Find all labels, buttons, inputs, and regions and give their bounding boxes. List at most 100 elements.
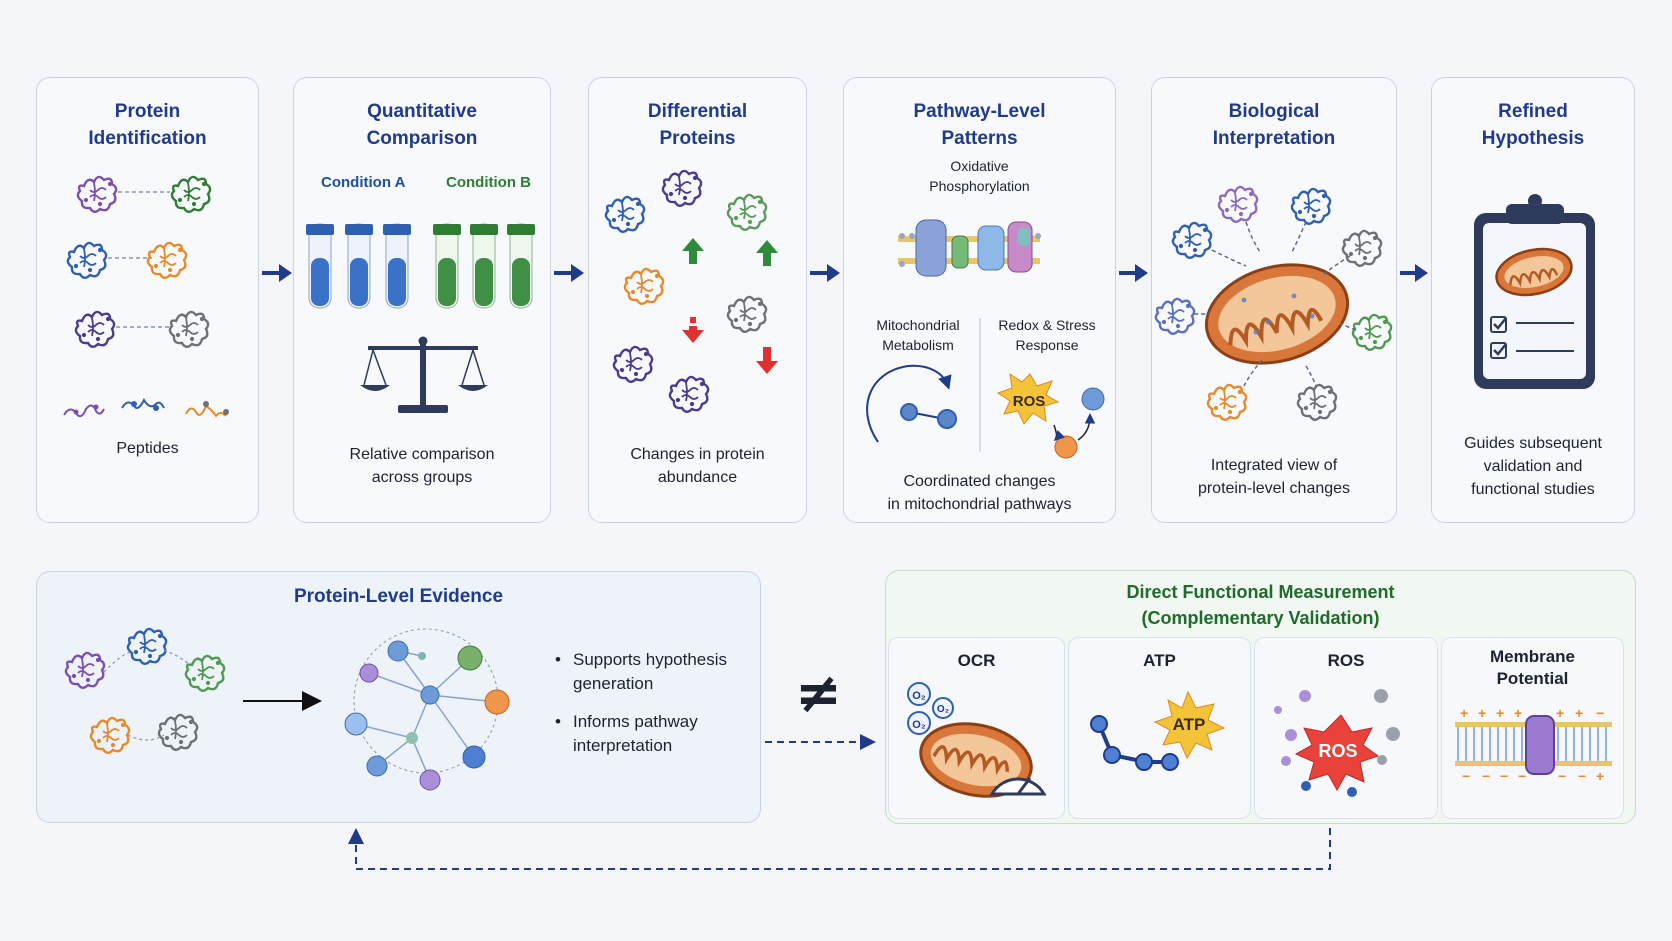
protein-icon (726, 295, 768, 333)
step-caption: Guides subsequent validation and functio… (1464, 435, 1602, 498)
evidence-proteins (64, 627, 226, 754)
step-caption: Changes in protein abundance (630, 446, 765, 486)
step-differential-proteins: Differential Proteins Changes in protein… (588, 77, 807, 523)
bullet-item: Informs pathway interpretation (553, 710, 753, 758)
differential-proteins (604, 169, 778, 413)
svg-text:+: + (1596, 768, 1604, 784)
flow-arrow (554, 264, 584, 282)
o2-label: O₂ (912, 690, 926, 702)
ocr-mitochondrion-icon: O₂ O₂ O₂ (907, 682, 1047, 798)
svg-text:−: − (1500, 768, 1508, 784)
flow-arrow (810, 264, 840, 282)
tube-blue (306, 223, 334, 309)
protein-icon (64, 651, 106, 689)
protein-icon (146, 241, 188, 279)
protein-icon (726, 193, 768, 231)
atp-icon: ATP (1090, 690, 1226, 771)
oxygen-bubbles: O₂ O₂ O₂ (907, 682, 954, 735)
peptide-icons (63, 397, 229, 418)
o2-label: O₂ (912, 719, 926, 731)
protein-icon (1217, 185, 1259, 223)
membrane-complex-icon (898, 219, 1041, 277)
protein-icon (1171, 221, 1213, 259)
step-biological-interpretation: Biological Interpretation Integrated vie… (1151, 77, 1397, 523)
protein-pairs (66, 175, 212, 348)
panel-title: ROS (1327, 651, 1365, 670)
tube-green (507, 223, 535, 309)
protein-icon (184, 654, 226, 692)
down-arrow-icon (756, 347, 778, 374)
protein-icon (89, 716, 131, 754)
protein-level-evidence-box: Protein-Level Evidence Supports hypothes… (36, 571, 761, 823)
protein-icon (1341, 229, 1383, 267)
flow-arrow (1400, 264, 1428, 282)
step-title: Biological Interpretation (1212, 101, 1336, 149)
step-protein-identification: Protein Identification Peptides (36, 77, 259, 523)
protein-icon (170, 175, 212, 213)
redox-stress-label: Redox & Stress Response (998, 317, 1096, 353)
protein-icon (126, 627, 168, 665)
not-equal-symbol: ≠ (795, 661, 842, 726)
step-caption: Coordinated changes in mitochondrial pat… (887, 473, 1072, 513)
protein-icon (1351, 313, 1393, 351)
step-caption: Relative comparison across groups (349, 446, 495, 486)
ros-star-icon: ROS (1274, 689, 1400, 797)
test-tubes (306, 223, 535, 309)
up-arrow-icon (682, 238, 704, 264)
protein-icon (668, 375, 710, 413)
ros-label: ROS (1013, 393, 1046, 410)
step-title: Quantitative Comparison (366, 101, 478, 149)
protein-icon (661, 169, 703, 207)
clipboard-icon (1474, 194, 1595, 389)
up-arrow-icon (756, 240, 778, 266)
tube-green (433, 223, 461, 309)
condition-b-label: Condition B (446, 174, 531, 191)
tube-blue (345, 223, 373, 309)
svg-text:−: − (1482, 768, 1490, 784)
surrounding-proteins (1154, 185, 1393, 421)
panel-membrane-potential: Membrane Potential (1441, 637, 1624, 819)
flow-arrow (1119, 264, 1148, 282)
feedback-loop-arrow (348, 828, 1331, 870)
o2-label: O₂ (937, 704, 949, 715)
bullet-item: Supports hypothesis generation (553, 648, 753, 696)
protein-icon (66, 241, 108, 279)
oxphos-label: Oxidative Phosphorylation (929, 158, 1030, 194)
protein-icon (1206, 383, 1248, 421)
evidence-title: Protein-Level Evidence (293, 586, 504, 607)
svg-text:+: + (1496, 705, 1504, 721)
tube-blue (383, 223, 411, 309)
panel-title: ATP (1143, 651, 1176, 670)
panel-title: Membrane Potential (1489, 647, 1576, 688)
protein-icon (612, 345, 654, 383)
protein-icon (604, 195, 646, 233)
svg-text:+: + (1556, 705, 1564, 721)
step-title: Pathway-Level Patterns (913, 101, 1046, 149)
step-title: Protein Identification (88, 101, 207, 149)
svg-text:−: − (1596, 705, 1604, 721)
protein-icon (623, 267, 665, 305)
svg-text:+: + (1478, 705, 1486, 721)
tube-green (470, 223, 498, 309)
protein-icon (76, 175, 118, 213)
step-caption: Peptides (116, 440, 179, 457)
panel-title: OCR (957, 651, 996, 670)
svg-text:−: − (1578, 768, 1586, 784)
svg-text:+: + (1514, 705, 1522, 721)
balance-scale-icon (360, 336, 488, 413)
svg-text:+: + (1460, 705, 1468, 721)
protein-icon (1296, 383, 1338, 421)
step-quantitative-comparison: Quantitative Comparison Condition A Cond… (293, 77, 551, 523)
step-title: Differential Proteins (647, 101, 748, 149)
ros-badge-label: ROS (1318, 741, 1357, 761)
mito-metabolism-label: Mitochondrial Metabolism (876, 317, 960, 353)
atp-badge-label: ATP (1173, 715, 1206, 734)
protein-icon (74, 310, 116, 348)
membrane-potential-icon: ++++++− −−−−−−+ (1455, 705, 1612, 784)
metabolism-cycle-icon (866, 364, 957, 443)
flow-arrow (262, 264, 292, 282)
down-arrow-icon (682, 317, 704, 343)
ros-burst-icon: ROS (996, 372, 1105, 459)
step-caption: Integrated view of protein-level changes (1197, 457, 1351, 497)
